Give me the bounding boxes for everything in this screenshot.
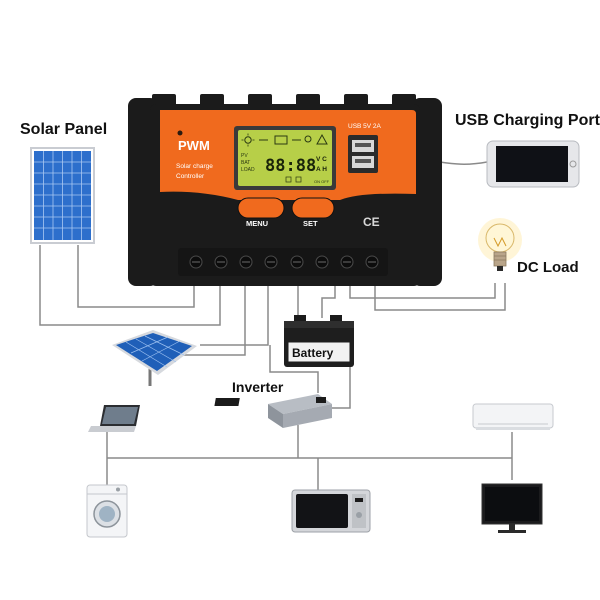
lcd-digits: 88:88 [265,156,316,176]
sun-icon [244,136,252,144]
washing-machine [86,484,128,538]
laptop [88,405,140,432]
lcd-row-load: LOAD [241,167,255,173]
lcd-row-pv: PV [241,153,248,159]
smartphone [486,140,580,188]
solar-panel-large [30,147,95,244]
battery-label: Battery [292,346,334,360]
wire-solar-negative [77,245,195,308]
subtitle-line-2: Controller [176,173,205,180]
ce-mark: CE [363,215,380,229]
usb-ports [348,135,378,173]
timer-icon-2 [295,176,302,183]
set-button-label: SET [303,219,318,228]
subtitle-line-1: Solar charge [176,163,213,170]
battery-icon-lcd [274,135,288,145]
wire-battery-inverter-a [269,345,319,393]
air-conditioner [472,403,554,430]
usb-port-label: USB Charging Port [455,112,600,129]
lcd-units-top: V C [316,156,327,163]
lcd-row-bat: BAT [241,160,250,166]
inverter-label: Inverter [232,379,284,395]
microwave [291,489,371,533]
solar-panel-label: Solar Panel [20,121,108,138]
usb-spec-label: USB 5V 2A [348,123,382,130]
menu-button[interactable]: MENU [237,197,285,228]
battery: Battery [284,315,354,367]
dc-load-label: DC Load [517,259,579,276]
brand-label: PWM [178,138,210,153]
charge-controller: PWM Solar charge Controller PV BAT LOAD [128,94,442,286]
wire-dc-load-a [349,283,496,299]
lcd-units-bottom: A H [316,166,327,173]
tv-monitor [481,483,543,533]
terminal-strip [178,248,388,276]
set-button[interactable]: SET [291,197,335,228]
status-led [177,130,183,136]
wire-dc-load-b [374,283,506,311]
lcd-display: PV BAT LOAD 88:88 V C A H ON OFF [234,126,336,190]
wire-small-panel-b [200,285,269,346]
lcd-on-off: ON OFF [314,179,330,184]
timer-icon-1 [285,176,292,183]
wire-small-panel-a [180,285,246,356]
menu-button-label: MENU [246,219,268,228]
wire-solar-positive [39,245,221,326]
inverter [214,394,332,428]
wire-battery-negative [321,285,336,318]
solar-panel-small [112,330,197,386]
warning-icon-lcd [316,133,328,145]
bulb-icon-lcd [304,135,312,143]
light-bulb [478,218,522,271]
